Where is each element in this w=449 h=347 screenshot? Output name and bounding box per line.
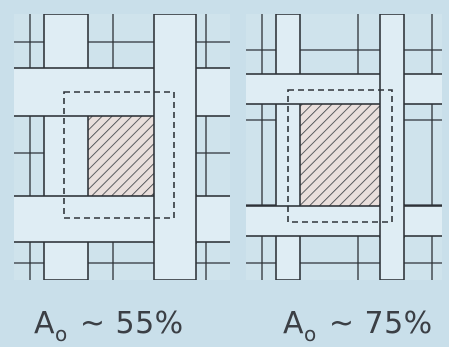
horizontal-strip-left-top xyxy=(14,67,230,117)
horizontal-strip-left-bottom xyxy=(14,195,230,243)
open-area-right xyxy=(300,104,380,206)
unit-cell-outline-right xyxy=(287,89,393,223)
mesh-panel-left xyxy=(14,14,230,280)
mesh-panel-right xyxy=(246,14,442,280)
vertical-strip-left-2-over xyxy=(154,194,196,244)
caption-value: ~ 55% xyxy=(69,306,184,341)
caption-symbol: A xyxy=(283,306,305,341)
open-area-caption-left: Ao ~ 55% xyxy=(34,306,184,346)
caption-value: ~ 75% xyxy=(318,306,433,341)
open-area-caption-right: Ao ~ 75% xyxy=(283,306,433,346)
caption-symbol: A xyxy=(34,306,56,341)
caption-subscript: o xyxy=(55,322,68,346)
open-area-left xyxy=(88,116,154,196)
horizontal-strip-right-top xyxy=(246,73,442,105)
horizontal-strip-right-bottom xyxy=(246,205,442,237)
unit-cell-outline-left xyxy=(63,91,175,219)
caption-subscript: o xyxy=(304,322,317,346)
